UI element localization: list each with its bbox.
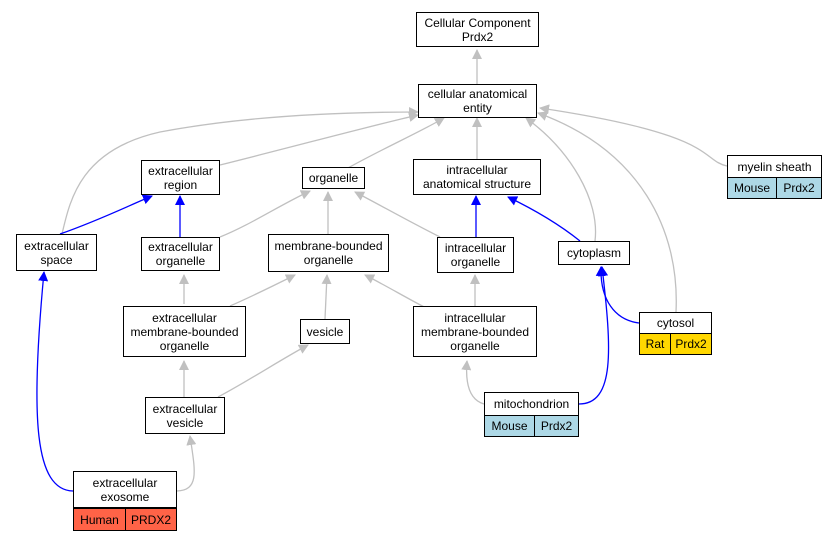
edge-exo-to-es [36, 271, 74, 492]
annotation-myelin-sheath: Mouse Prdx2 [727, 177, 822, 199]
edge-myelin-to-cae [539, 104, 728, 167]
edge-mito-to-cyto [577, 266, 610, 405]
node-organelle[interactable]: organelle [302, 167, 365, 189]
node-membrane-bounded-organelle[interactable]: membrane-bounded organelle [268, 234, 389, 272]
edge-es-to-cae [61, 107, 419, 235]
edge-mito-to-imbo [461, 360, 485, 405]
gene-label: Prdx2 [776, 178, 821, 198]
node-cellular-anatomical-entity[interactable]: cellular anatomical entity [418, 84, 537, 118]
species-label: Rat [645, 337, 665, 351]
edge-er-to-cae [219, 112, 419, 166]
edge-es-to-er [59, 194, 153, 235]
node-intracellular-anatomical-structure[interactable]: intracellular anatomical structure [413, 159, 541, 195]
species-label: Mouse [733, 181, 771, 195]
edge-embo-to-mbo [229, 274, 296, 307]
edge-cytosol-to-cae [537, 111, 677, 313]
node-extracellular-organelle[interactable]: extracellular organelle [141, 237, 220, 271]
species-label: Mouse [491, 419, 528, 433]
gene-label: PRDX2 [125, 509, 176, 530]
edge-org-to-cae [347, 117, 445, 169]
node-extracellular-exosome[interactable]: extracellular exosome [73, 471, 177, 508]
species-label: Human [80, 512, 119, 527]
node-cytosol[interactable]: cytosol [639, 312, 712, 334]
edge-ev-to-ves [217, 344, 309, 398]
gene-label: Prdx2 [670, 334, 711, 354]
edge-ves-to-mbo [321, 274, 332, 320]
node-extracellular-membrane-bounded-organelle[interactable]: extracellular membrane-bounded organelle [123, 306, 246, 357]
node-cytoplasm[interactable]: cytoplasm [558, 241, 630, 265]
edge-imbo-to-mbo [364, 274, 431, 311]
annotation-cytosol: Rat Prdx2 [639, 333, 712, 355]
gene-label: Prdx2 [534, 416, 578, 436]
edge-eo-to-org [219, 190, 311, 238]
edge-io-to-org [354, 191, 441, 238]
annotation-extracellular-exosome: Human PRDX2 [73, 508, 177, 531]
edge-cyto-to-ias [507, 196, 581, 242]
edge-exo-to-ev [176, 435, 197, 492]
node-vesicle[interactable]: vesicle [300, 319, 350, 344]
node-extracellular-region[interactable]: extracellular region [141, 160, 220, 195]
node-intracellular-membrane-bounded-organelle[interactable]: intracellular membrane-bounded organelle [413, 306, 537, 357]
node-cellular-component[interactable]: Cellular Component Prdx2 [416, 12, 539, 47]
node-extracellular-vesicle[interactable]: extracellular vesicle [145, 397, 225, 434]
node-intracellular-organelle[interactable]: intracellular organelle [437, 237, 514, 273]
edge-cyto-to-cae [525, 117, 597, 242]
node-extracellular-space[interactable]: extracellular space [16, 234, 97, 271]
node-myelin-sheath[interactable]: myelin sheath [727, 155, 822, 178]
annotation-mitochondrion: Mouse Prdx2 [484, 415, 579, 437]
node-mitochondrion[interactable]: mitochondrion [484, 392, 579, 416]
